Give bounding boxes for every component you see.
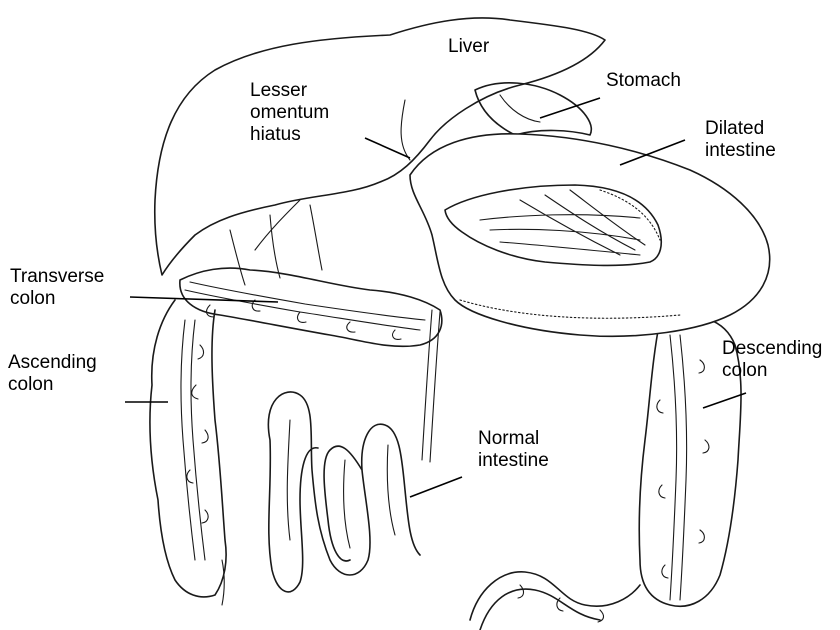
label-ascending-colon: Ascending colon <box>8 352 97 396</box>
mesentery-vertical <box>422 310 440 462</box>
transverse-colon-outline <box>180 268 442 346</box>
leader-normal-intestine <box>410 477 462 497</box>
sigmoid-loops <box>470 572 640 630</box>
liver-inner-line <box>401 100 410 160</box>
leader-transverse-colon <box>130 297 278 302</box>
label-lesser-omentum-hiatus: Lesser omentum hiatus <box>250 80 329 146</box>
normal-intestine-inner <box>287 420 395 548</box>
label-liver: Liver <box>448 36 489 58</box>
label-dilated-intestine: Dilated intestine <box>705 118 776 162</box>
label-normal-intestine: Normal intestine <box>478 428 549 472</box>
dilated-intestine-outline <box>410 134 770 337</box>
normal-intestine-loops <box>268 392 420 592</box>
stomach-outline <box>475 83 591 135</box>
label-transverse-colon: Transverse colon <box>10 266 104 310</box>
descending-colon-band <box>670 335 677 600</box>
leader-descending-colon <box>703 393 746 408</box>
label-stomach: Stomach <box>606 70 681 92</box>
ascending-colon-outline <box>150 300 226 597</box>
stomach-fold <box>500 95 540 122</box>
transverse-colon-band <box>185 290 420 330</box>
descending-colon-band-2 <box>680 335 687 600</box>
transverse-colon-haustra <box>207 300 401 339</box>
label-descending-colon: Descending colon <box>722 338 822 382</box>
